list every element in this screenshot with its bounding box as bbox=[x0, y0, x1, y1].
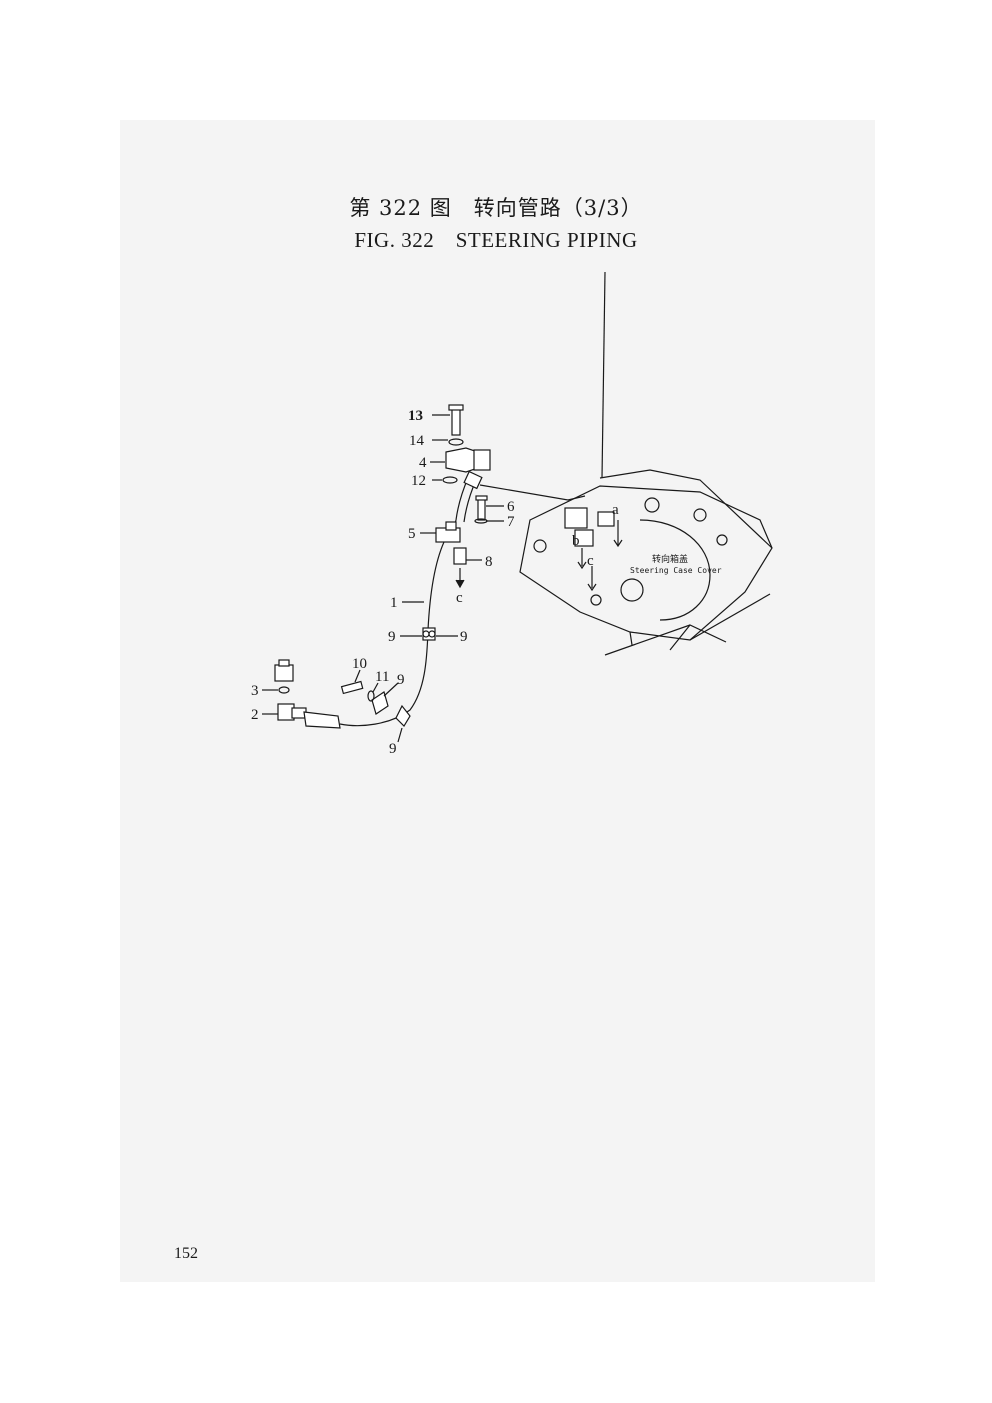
callout-9-bottom: 9 bbox=[389, 741, 397, 757]
callout-7: 7 bbox=[507, 514, 515, 530]
callout-4: 4 bbox=[419, 455, 427, 471]
callout-8: 8 bbox=[485, 554, 493, 570]
callout-9-left: 9 bbox=[388, 629, 396, 645]
housing-label-chinese: 转向箱盖 bbox=[652, 553, 688, 565]
housing-label-c: c bbox=[587, 553, 594, 569]
diagram-linework bbox=[262, 271, 773, 743]
page-number: 152 bbox=[174, 1245, 198, 1262]
callout-14: 14 bbox=[409, 433, 425, 449]
callout-labels: 13 14 4 12 6 7 5 8 c 1 9 9 10 11 9 3 2 9… bbox=[251, 408, 722, 757]
callout-9-clamp: 9 bbox=[397, 672, 405, 688]
figure-title-english: FIG. 322 STEERING PIPING bbox=[354, 228, 638, 252]
figure-title-chinese: 第 322 图 转向管路（3/3） bbox=[349, 196, 643, 220]
callout-12: 12 bbox=[411, 473, 426, 489]
callout-1: 1 bbox=[390, 595, 398, 611]
callout-3: 3 bbox=[251, 683, 259, 699]
callout-6: 6 bbox=[507, 499, 515, 515]
housing-label-b: b bbox=[572, 533, 580, 549]
callout-9-right: 9 bbox=[460, 629, 468, 645]
housing-label-a: a bbox=[612, 502, 619, 518]
callout-11: 11 bbox=[375, 669, 389, 685]
callout-2: 2 bbox=[251, 707, 259, 723]
callout-10: 10 bbox=[352, 656, 367, 672]
page-sheet bbox=[120, 120, 875, 1282]
callout-5: 5 bbox=[408, 526, 416, 542]
housing-label-english: Steering Case Cover bbox=[630, 566, 722, 575]
callout-13: 13 bbox=[408, 408, 423, 424]
callout-c-arrow: c bbox=[456, 590, 463, 606]
